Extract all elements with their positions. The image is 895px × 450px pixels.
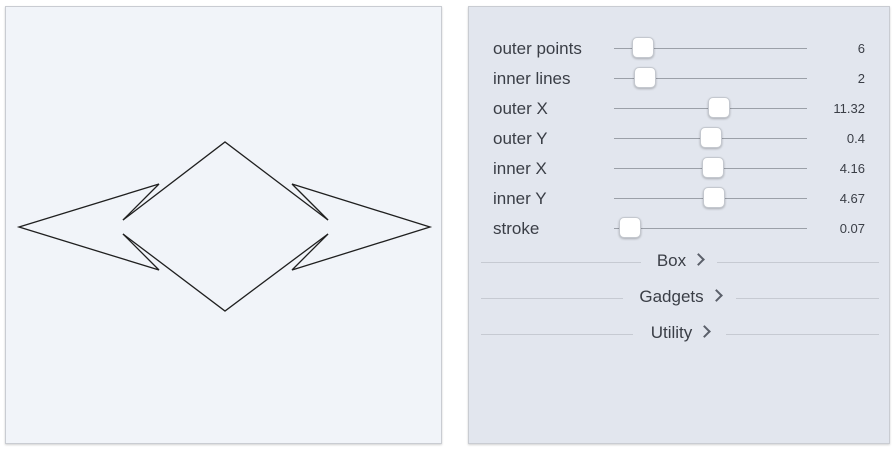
slider-outer-y: outer Y 0.4 — [469, 124, 889, 154]
section-box[interactable]: Box — [481, 250, 879, 274]
slider-label: inner X — [493, 159, 547, 178]
slider-thumb[interactable] — [702, 157, 725, 178]
slider-track[interactable] — [614, 48, 807, 49]
drawing-canvas[interactable] — [5, 6, 442, 444]
slider-value: 4.67 — [839, 191, 865, 206]
divider — [481, 334, 633, 335]
left-spike-shape — [16, 183, 160, 271]
section-title: Gadgets — [639, 287, 704, 306]
slider-track[interactable] — [614, 228, 807, 229]
slider-thumb[interactable] — [708, 97, 731, 118]
slider-inner-lines: inner lines 2 — [469, 64, 889, 94]
divider — [736, 298, 879, 299]
chevron-right-icon — [692, 253, 706, 266]
slider-stroke: stroke 0.07 — [469, 214, 889, 244]
section-header[interactable]: Gadgets — [481, 287, 879, 307]
section-title: Box — [656, 251, 687, 270]
slider-track[interactable] — [614, 78, 807, 79]
left-spike-inner-shape — [122, 183, 160, 221]
slider-label: outer Y — [493, 129, 548, 148]
slider-value: 11.32 — [833, 101, 865, 116]
slider-value: 0.07 — [839, 221, 865, 236]
right-spike-shape — [291, 183, 433, 271]
divider — [481, 262, 641, 263]
divider — [726, 334, 879, 335]
slider-label: outer points — [493, 39, 582, 58]
chevron-right-icon — [709, 289, 723, 302]
section-title: Utility — [650, 323, 693, 342]
slider-thumb[interactable] — [703, 187, 726, 208]
slider-outer-x: outer X 11.32 — [469, 94, 889, 124]
lower-diamond-shape — [122, 233, 329, 312]
section-header[interactable]: Utility — [481, 323, 879, 343]
slider-label: inner lines — [493, 69, 571, 88]
divider — [481, 298, 623, 299]
section-gadgets[interactable]: Gadgets — [481, 286, 879, 310]
divider — [717, 262, 879, 263]
slider-value: 2 — [857, 71, 865, 86]
section-utility[interactable]: Utility — [481, 322, 879, 346]
upper-diamond-shape — [122, 141, 329, 221]
slider-thumb[interactable] — [631, 37, 654, 58]
slider-value: 0.4 — [846, 131, 865, 146]
slider-thumb[interactable] — [619, 217, 642, 238]
slider-label: inner Y — [493, 189, 547, 208]
slider-value: 4.16 — [839, 161, 865, 176]
drawing-svg — [16, 141, 433, 312]
slider-label: stroke — [493, 219, 540, 238]
slider-thumb[interactable] — [699, 127, 722, 148]
slider-inner-y: inner Y 4.67 — [469, 184, 889, 214]
slider-inner-x: inner X 4.16 — [469, 154, 889, 184]
right-spike-inner-shape — [291, 183, 329, 221]
slider-value: 6 — [857, 41, 865, 56]
section-header[interactable]: Box — [481, 251, 879, 271]
controls-panel: outer points 6 inner lines 2 outer X 11.… — [468, 6, 890, 444]
slider-outer-points: outer points 6 — [469, 34, 889, 64]
slider-thumb[interactable] — [633, 67, 656, 88]
slider-label: outer X — [493, 99, 548, 118]
chevron-right-icon — [698, 325, 712, 338]
